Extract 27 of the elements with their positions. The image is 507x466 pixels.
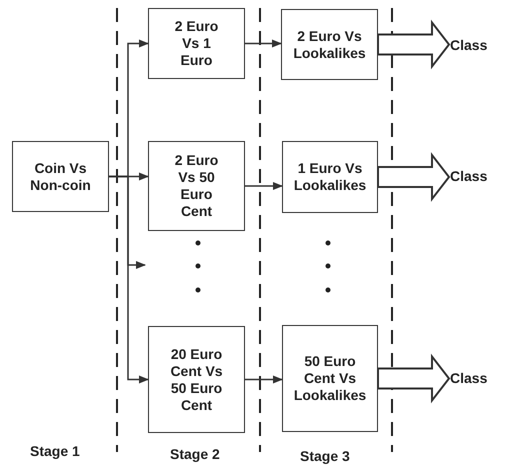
node-text: Coin Vs Non-coin xyxy=(29,160,92,194)
node-text: 50 Euro Cent Vs Lookalikes xyxy=(292,353,368,404)
stage-label: Stage 1 xyxy=(30,443,80,459)
arrow xyxy=(245,182,283,190)
classifier-box xyxy=(281,9,378,80)
node-text: 20 Euro Cent Vs 50 Euro Cent xyxy=(169,346,224,414)
classifier-box xyxy=(282,141,378,213)
class-label: Class xyxy=(450,168,488,184)
block-arrow xyxy=(377,20,450,70)
classifier-box xyxy=(148,8,245,79)
arrow xyxy=(245,40,282,48)
classifier-box xyxy=(148,326,245,433)
classifier-box xyxy=(148,141,245,231)
stage-label: Stage 2 xyxy=(170,446,220,462)
classifier-box xyxy=(282,325,378,432)
node-text: 2 Euro Vs 50 Euro Cent xyxy=(174,152,220,220)
node-text: 1 Euro Vs Lookalikes xyxy=(292,160,368,194)
class-label: Class xyxy=(450,36,488,54)
node-text: 2 Euro Vs Lookalikes xyxy=(292,28,367,62)
class-label: Class xyxy=(450,370,488,386)
classifier-box xyxy=(12,141,109,212)
arrow xyxy=(245,376,283,384)
block-arrow xyxy=(377,354,450,404)
block-arrow xyxy=(377,152,450,202)
stage-label: Stage 3 xyxy=(300,448,350,464)
node-text: 2 Euro Vs 1 Euro xyxy=(174,18,220,69)
arrow xyxy=(109,176,149,384)
